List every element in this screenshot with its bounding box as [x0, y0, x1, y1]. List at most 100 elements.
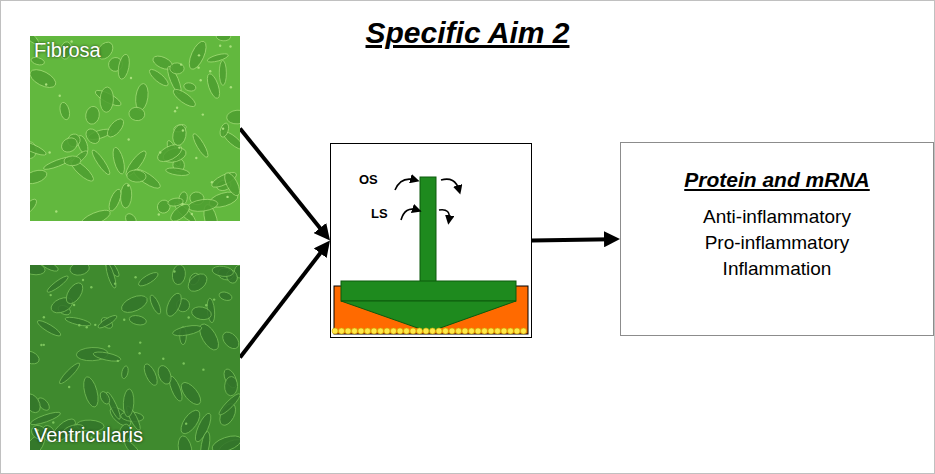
cell-nucleus [187, 316, 189, 318]
endothelial-cell [482, 328, 488, 334]
cell-shape [212, 265, 234, 278]
micrograph-panel: Ventricularis [30, 265, 240, 450]
cell-shape [126, 169, 146, 183]
cell-nucleus [162, 358, 164, 360]
cell-nucleus [134, 276, 136, 278]
flow-arrow [532, 239, 612, 240]
micrograph-image [30, 265, 240, 450]
endothelial-cell [358, 328, 364, 334]
endothelial-cell [371, 328, 377, 334]
endothelial-cell [475, 328, 481, 334]
cell-nucleus [45, 83, 47, 85]
cell-shape [79, 207, 113, 221]
cell-shape [58, 101, 71, 120]
cell-shape [36, 318, 63, 338]
cell-shape [142, 362, 160, 387]
cell-shape [30, 168, 49, 187]
cell-shape [69, 265, 90, 277]
cell-shape [119, 292, 150, 316]
cell-shape [116, 53, 131, 80]
cell-shape [219, 60, 226, 85]
box-item: Anti-inflammatory [703, 206, 851, 229]
cell-nucleus [82, 279, 84, 281]
cell-shape [186, 39, 210, 72]
endothelial-cell [423, 328, 429, 334]
endothelial-cell [514, 328, 520, 334]
cell-nucleus [178, 146, 180, 148]
cell-nucleus [191, 213, 193, 215]
cell-nucleus [59, 95, 61, 97]
cell-nucleus [94, 324, 96, 326]
cell-shape [30, 197, 39, 215]
cell-nucleus [123, 319, 125, 321]
box-heading: Protein and mRNA [684, 167, 870, 192]
cell-nucleus [219, 45, 221, 47]
cell-nucleus [205, 304, 207, 306]
micrograph-panel: Fibrosa [30, 36, 240, 221]
cell-shape [30, 138, 48, 157]
cell-shape [183, 82, 197, 93]
cell-nucleus [159, 151, 161, 153]
endothelial-cell [508, 328, 514, 334]
endothelial-cell [469, 328, 475, 334]
cell-nucleus [108, 345, 110, 347]
cell-nucleus [230, 86, 232, 88]
cell-nucleus [48, 151, 50, 153]
cell-shape [170, 63, 185, 75]
cell-shape [218, 122, 230, 138]
cell-nucleus [40, 344, 42, 346]
endothelial-cell [436, 328, 442, 334]
cell-shape [147, 67, 170, 88]
cell-shape [176, 435, 194, 450]
cell-shape [30, 66, 59, 91]
cell-nucleus [49, 294, 51, 296]
micrograph-ground [30, 36, 240, 221]
cell-nucleus [181, 203, 183, 205]
cell-shape [206, 52, 229, 64]
cell-shape [111, 146, 127, 175]
endothelial-cell [352, 328, 358, 334]
cell-shape [97, 313, 119, 330]
cell-shape [63, 280, 86, 306]
endothelial-cell [495, 328, 501, 334]
cone-tip [341, 301, 516, 332]
cell-shape [218, 290, 233, 302]
endothelial-cell [456, 328, 462, 334]
endothelial-cell [521, 328, 527, 334]
cell-shape [217, 392, 240, 418]
cell-shape [98, 390, 111, 406]
endothelial-cell [384, 328, 390, 334]
cell-nucleus [176, 107, 178, 109]
panel-label: Fibrosa [34, 39, 101, 62]
cell-shape [185, 270, 210, 295]
cell-nucleus [117, 360, 119, 362]
cell-shape [104, 116, 126, 140]
endothelial-cell [391, 328, 397, 334]
cell-shape [177, 407, 203, 437]
shear-label: OS [359, 172, 378, 187]
rotation-arrow [439, 210, 449, 220]
cone-plate [341, 281, 516, 301]
cell-nucleus [73, 304, 75, 306]
cell-shape [226, 109, 240, 124]
cell-nucleus [130, 77, 132, 79]
cell-shape [83, 126, 102, 146]
cell-nucleus [182, 129, 184, 131]
endothelial-cell [488, 328, 494, 334]
endothelial-cell [410, 328, 416, 334]
cell-nucleus [127, 184, 129, 186]
cell-nucleus [138, 352, 140, 354]
endothelial-cell [430, 328, 436, 334]
rotation-arrow [401, 209, 417, 220]
cell-nucleus [180, 63, 182, 65]
cell-nucleus [197, 66, 199, 68]
cell-shape [220, 329, 240, 352]
cell-shape [137, 270, 160, 288]
cell-nucleus [43, 344, 45, 346]
rotation-arrow [395, 179, 415, 190]
flow-arrow [240, 247, 325, 358]
endothelial-cell [449, 328, 455, 334]
cell-shape [30, 348, 41, 366]
cell-nucleus [173, 270, 175, 272]
cell-shape [104, 265, 118, 289]
